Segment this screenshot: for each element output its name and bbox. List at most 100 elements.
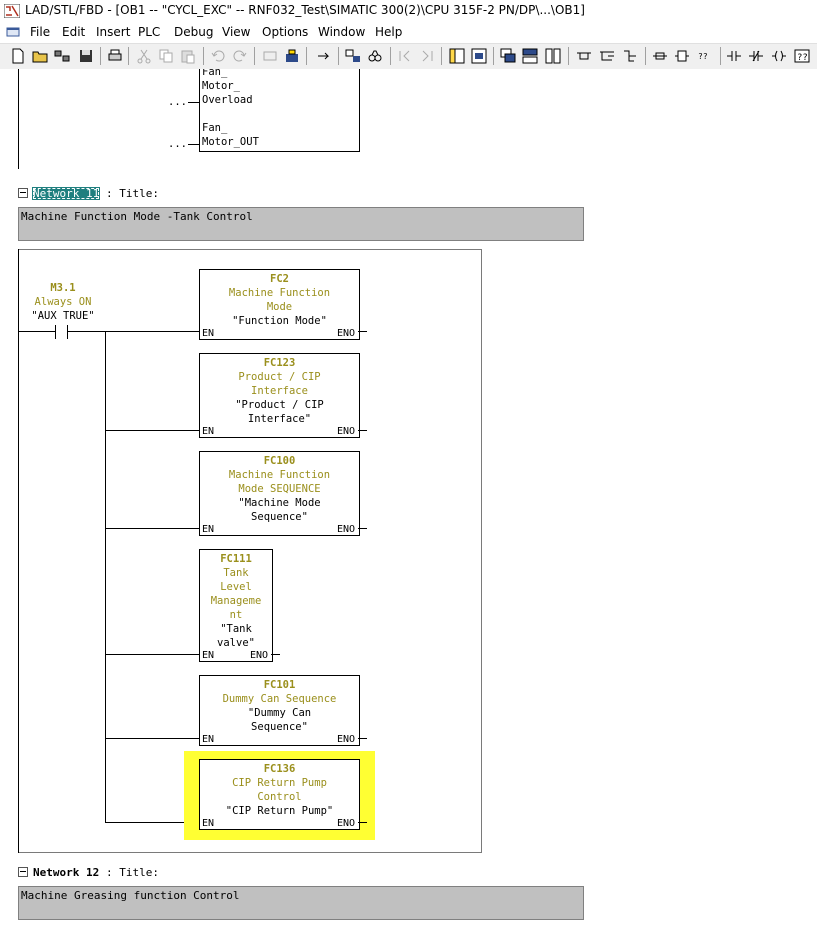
save-icon[interactable]: [78, 48, 94, 64]
help-icon[interactable]: ??: [794, 48, 810, 64]
en-pin[interactable]: EN: [202, 734, 215, 745]
tile-horizontal-icon[interactable]: [522, 48, 538, 64]
branch-close-icon[interactable]: [599, 48, 615, 64]
document-system-menu-icon[interactable]: [6, 26, 20, 38]
block-name: FC111: [220, 553, 252, 565]
network-11-comment[interactable]: Machine Function Mode -Tank Control: [18, 207, 584, 241]
accessible-nodes-icon[interactable]: [54, 48, 70, 64]
block-description: Interface: [251, 385, 308, 397]
tile-vertical-icon[interactable]: [545, 48, 561, 64]
block-symbol: Sequence": [251, 511, 308, 523]
branch-wire: [105, 528, 200, 529]
eno-pin[interactable]: ENO: [336, 818, 355, 829]
en-pin[interactable]: EN: [202, 426, 215, 437]
open-icon[interactable]: [32, 48, 48, 64]
fc136-block[interactable]: FC136 CIP Return Pump Control "CIP Retur…: [199, 759, 360, 830]
block-pin-label: Overload: [202, 94, 253, 106]
box-icon[interactable]: [674, 48, 690, 64]
network-11-title-label[interactable]: : Title:: [106, 187, 159, 200]
unassigned-input-dots[interactable]: ...: [168, 96, 187, 108]
redo-icon[interactable]: [232, 48, 248, 64]
menu-view[interactable]: View: [222, 25, 251, 39]
eno-wire: [358, 331, 367, 332]
eno-pin[interactable]: ENO: [336, 734, 355, 745]
block-description: Mode SEQUENCE: [238, 483, 321, 495]
go-to-icon[interactable]: [316, 48, 332, 64]
menu-options[interactable]: Options: [262, 25, 309, 39]
eno-wire: [358, 430, 367, 431]
previous-block[interactable]: Fan_ Motor_ Overload Fan_ Motor_OUT: [199, 69, 360, 152]
copy-icon[interactable]: [158, 48, 174, 64]
overview-icon[interactable]: [449, 48, 465, 64]
no-contact-icon[interactable]: [726, 48, 742, 64]
block-description: Level: [220, 581, 252, 593]
toolbar: ?? ??: [0, 43, 817, 70]
en-pin[interactable]: EN: [202, 524, 215, 535]
block-description: CIP Return Pump: [232, 777, 327, 789]
network-12-comment[interactable]: Machine Greasing function Control: [18, 886, 584, 920]
toolbar-separator: [338, 47, 339, 65]
menu-edit[interactable]: Edit: [62, 25, 86, 39]
collapse-network-11-icon[interactable]: [18, 188, 28, 198]
menu-insert[interactable]: Insert: [96, 25, 131, 39]
toolbar-separator: [441, 47, 442, 65]
coil-icon[interactable]: [771, 48, 787, 64]
svg-text:??: ??: [698, 52, 708, 61]
empty-box-icon[interactable]: ??: [697, 48, 713, 64]
fc101-block[interactable]: FC101 Dummy Can Sequence "Dummy Can Sequ…: [199, 675, 360, 746]
svg-text:??: ??: [797, 53, 808, 63]
menu-help[interactable]: Help: [375, 25, 403, 39]
connection-icon[interactable]: [622, 48, 638, 64]
fc123-block[interactable]: FC123 Product / CIP Interface "Product /…: [199, 353, 360, 438]
branch-wire: [105, 331, 106, 823]
branch-open-icon[interactable]: [576, 48, 592, 64]
fc111-block[interactable]: FC111 Tank Level Manageme nt "Tank valve…: [199, 549, 273, 662]
find-icon[interactable]: [345, 48, 361, 64]
block-description: Control: [257, 791, 302, 803]
en-pin[interactable]: EN: [202, 650, 215, 661]
paste-icon[interactable]: [180, 48, 196, 64]
cut-icon[interactable]: [136, 48, 152, 64]
insert-network-icon[interactable]: [652, 48, 668, 64]
print-icon[interactable]: [107, 48, 123, 64]
eno-pin[interactable]: ENO: [336, 524, 355, 535]
undo-icon[interactable]: [210, 48, 226, 64]
block-name: FC101: [263, 679, 296, 691]
contact-left-plate[interactable]: [55, 325, 56, 339]
nc-contact-icon[interactable]: [748, 48, 764, 64]
network-11-label[interactable]: Network 11: [32, 187, 101, 200]
en-pin[interactable]: EN: [202, 328, 215, 339]
block-description: Mode: [266, 301, 293, 313]
en-pin[interactable]: EN: [202, 818, 215, 829]
menu-file[interactable]: File: [30, 25, 51, 39]
block-symbol: Sequence": [251, 721, 308, 733]
menu-window[interactable]: Window: [318, 25, 366, 39]
details-icon[interactable]: [471, 48, 487, 64]
menu-plc[interactable]: PLC: [138, 25, 161, 39]
next-network-icon[interactable]: [419, 48, 435, 64]
eno-pin[interactable]: ENO: [336, 328, 355, 339]
eno-pin[interactable]: ENO: [249, 650, 268, 661]
cascade-icon[interactable]: [500, 48, 516, 64]
contact-right-plate[interactable]: [67, 325, 68, 339]
prev-network-icon[interactable]: [397, 48, 413, 64]
new-icon[interactable]: [10, 48, 26, 64]
collapse-network-12-icon[interactable]: [18, 867, 28, 877]
unassigned-input-dots[interactable]: ...: [168, 138, 187, 150]
pin-wire: [188, 144, 199, 145]
eno-pin[interactable]: ENO: [336, 426, 355, 437]
block-symbol: "CIP Return Pump": [225, 805, 334, 817]
network-12-title-label[interactable]: : Title:: [106, 866, 159, 879]
block-symbol: "Dummy Can: [247, 707, 312, 719]
network-12-label[interactable]: Network 12: [33, 866, 100, 879]
branch-wire: [105, 822, 200, 823]
fc2-block[interactable]: FC2 Machine Function Mode "Function Mode…: [199, 269, 360, 340]
block-description: Machine Function: [228, 287, 331, 299]
branch-wire: [105, 430, 200, 431]
fc100-block[interactable]: FC100 Machine Function Mode SEQUENCE "Ma…: [199, 451, 360, 536]
find-replace-icon[interactable]: [367, 48, 383, 64]
ladder-editor[interactable]: Fan_ Motor_ Overload Fan_ Motor_OUT ... …: [0, 69, 817, 929]
download-icon[interactable]: [262, 48, 278, 64]
menu-debug[interactable]: Debug: [174, 25, 214, 39]
monitor-icon[interactable]: [284, 48, 300, 64]
